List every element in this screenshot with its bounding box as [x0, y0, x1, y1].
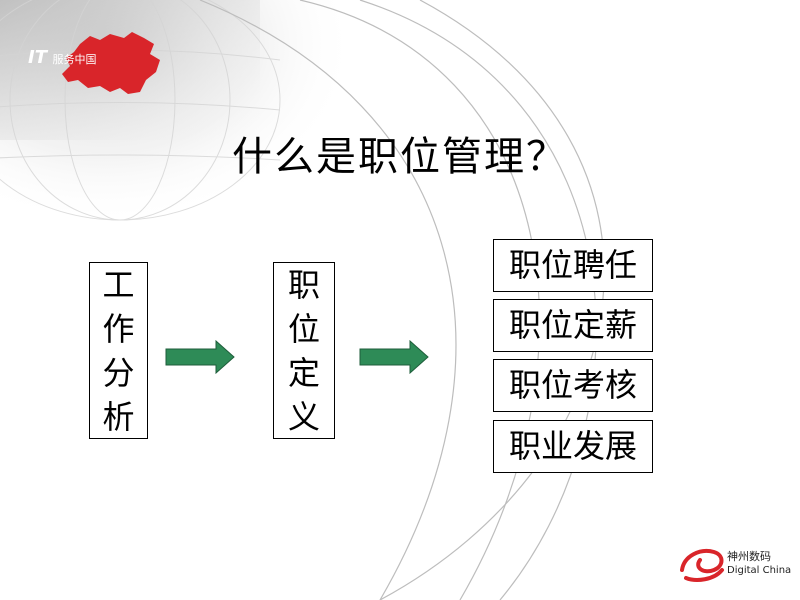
- logo-it: IT: [28, 47, 47, 68]
- job-definition-char-4: 义: [287, 398, 320, 436]
- digital-china-swirl-icon: [680, 549, 724, 582]
- brand-name-en: Digital China: [727, 565, 792, 576]
- job-definition-char-3: 定: [287, 354, 320, 392]
- job-analysis-char-3: 分: [102, 354, 135, 392]
- outcome-box-appraisal: 职位考核: [493, 359, 653, 412]
- china-map-icon: [62, 32, 160, 94]
- right-arrow-icon: [165, 340, 235, 374]
- page-title: 什么是职位管理？: [232, 134, 568, 180]
- job-analysis-char-2: 作: [102, 310, 135, 348]
- job-analysis-char-1: 工: [102, 266, 135, 304]
- job-definition-char-2: 位: [287, 310, 320, 348]
- job-analysis-char-4: 析: [102, 398, 135, 436]
- logo-service-text: 服务中国: [52, 53, 97, 66]
- job-analysis-box: 工 作 分 析: [89, 262, 148, 439]
- job-definition-char-1: 职: [287, 266, 320, 304]
- right-arrow-icon: [359, 340, 429, 374]
- logo-text: IT 服务中国: [28, 47, 96, 68]
- outcome-box-career: 职业发展: [493, 420, 653, 473]
- job-definition-box: 职 位 定 义: [273, 262, 335, 439]
- outcome-box-salary: 职位定薪: [493, 299, 653, 352]
- outcome-box-hiring: 职位聘任: [493, 239, 653, 292]
- brand-name-cn: 神州数码: [727, 550, 771, 563]
